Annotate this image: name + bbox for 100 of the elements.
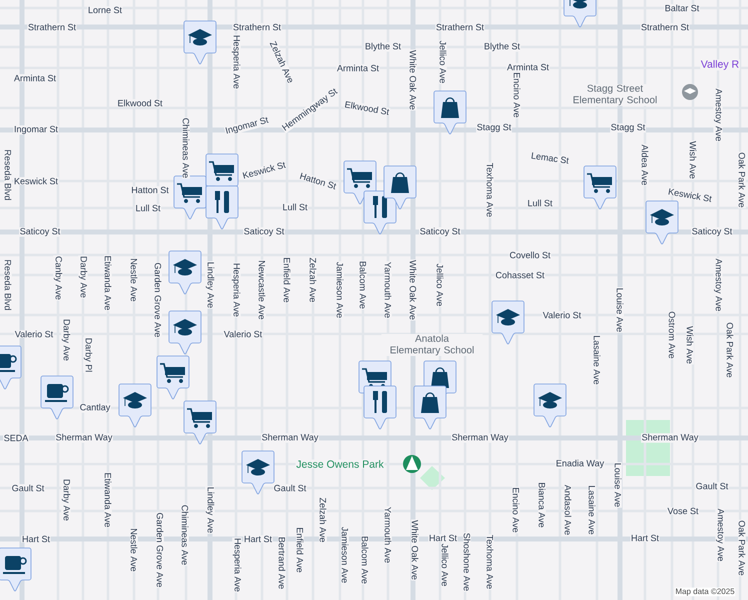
street-label: Keswick St xyxy=(13,177,59,185)
street-label: White Oak Ave xyxy=(409,259,417,321)
street-label: Louise Ave xyxy=(616,287,624,333)
street-label: Lull St xyxy=(526,199,554,207)
street-label: Oak Park Ave xyxy=(738,152,746,208)
street-label: Wish Ave xyxy=(686,325,694,364)
street-label: Chimineas Ave xyxy=(181,504,189,566)
street-label: Strathern St xyxy=(640,23,690,31)
street-label: Gault St xyxy=(273,484,307,492)
street-label: Oak Park Ave xyxy=(738,520,746,576)
street-label: Enfield Ave xyxy=(283,256,291,304)
street-label: Blythe St xyxy=(364,42,402,52)
street-label: Louise Ave xyxy=(614,462,622,508)
street-label: Chimineas Ave xyxy=(182,117,190,179)
street-label: Arminta St xyxy=(336,64,380,72)
street-label: Hatton St xyxy=(130,186,170,194)
street-label: Jellico Ave xyxy=(439,40,447,84)
street-label: Texhoma Ave xyxy=(486,534,494,590)
street-label: Newcastle Ave xyxy=(258,260,266,320)
place-label: Valley R xyxy=(700,60,740,70)
street-label: Ingomar St xyxy=(224,116,270,136)
street-label: Wish Ave xyxy=(689,140,697,180)
street-label: Darby Pl xyxy=(83,337,93,373)
street-label: Arminta St xyxy=(13,74,57,82)
street-label: Strathern St xyxy=(435,23,485,31)
street-label: Yarmouth Ave xyxy=(384,261,392,319)
street-label: Cantlay xyxy=(79,403,111,413)
street-label: Lindley Ave xyxy=(205,261,215,309)
street-label: Hart St xyxy=(21,535,51,543)
street-label: Hart St xyxy=(428,534,458,542)
street-label: Bertrand Ave xyxy=(278,536,286,590)
street-label: Nestle Ave xyxy=(130,258,138,302)
neighborhood-label: SEDA xyxy=(3,434,29,442)
street-label: White Oak Ave xyxy=(411,519,419,581)
street-label: Jellico Ave xyxy=(436,262,444,308)
street-label: Hart St xyxy=(630,534,660,542)
street-label: Texhoma Ave xyxy=(486,162,494,218)
street-label: Balcom Ave xyxy=(361,535,369,585)
street-label: Reseda Blvd xyxy=(4,148,12,202)
street-label: Hart St xyxy=(243,535,273,543)
street-label: Balcom Ave xyxy=(359,260,367,310)
street-label: Lorne St xyxy=(87,6,123,14)
street-label: Lull St xyxy=(134,204,162,212)
street-label: Valerio St xyxy=(223,330,263,338)
street-label: Strathern St xyxy=(232,23,282,31)
street-label: Gault St xyxy=(11,484,45,492)
street-label: Lasaine Ave xyxy=(588,484,596,536)
street-label: Hesperia Ave xyxy=(231,262,241,318)
street-label: Sherman Way xyxy=(261,433,319,443)
park-label: Jesse Owens Park xyxy=(296,460,384,468)
street-label: Lemac St xyxy=(530,152,570,164)
street-label: Hatton St xyxy=(298,172,338,190)
street-label: Valerio St xyxy=(542,311,582,319)
street-label: Covello St xyxy=(508,251,552,259)
street-label: Zelzah Ave xyxy=(319,496,327,544)
street-label: Saticoy St xyxy=(19,227,61,237)
street-label: Blythe St xyxy=(483,42,521,52)
street-label: Hesperia Ave xyxy=(231,34,241,90)
street-label: Aldea Ave xyxy=(641,144,649,186)
school-label: Anatola Elementary School xyxy=(381,334,483,356)
street-label: Saticoy St xyxy=(691,227,733,237)
street-label: Elkwood St xyxy=(116,99,164,107)
street-label: Baltar St xyxy=(664,4,700,12)
street-label: Garden Grove Ave xyxy=(156,512,164,588)
street-label: Strathern St xyxy=(27,23,77,31)
street-label: Lasaine Ave xyxy=(593,334,601,386)
street-label: Keswick St xyxy=(667,187,713,203)
street-label: Lull St xyxy=(282,203,308,211)
street-label: Ostrom Ave xyxy=(668,310,676,360)
street-label: Lindley Ave xyxy=(205,486,215,534)
street-label: Cohasset St xyxy=(494,271,546,279)
street-label: Shoshone Ave xyxy=(463,532,471,592)
street-label: Jamieson Ave xyxy=(341,526,349,584)
street-label: Canby Ave xyxy=(53,255,63,301)
street-label: Darby Ave xyxy=(61,478,71,522)
street-label: Jellico Ave xyxy=(441,542,449,587)
street-label: Bianca Ave xyxy=(538,482,546,528)
street-label: Vose St xyxy=(666,507,700,515)
street-label: Saticoy St xyxy=(243,227,285,237)
street-label: Enadia Way xyxy=(555,459,605,469)
street-label: Elkwood St xyxy=(344,100,390,116)
street-label: Garden Grove Ave xyxy=(154,262,162,338)
street-label: Arminta St xyxy=(506,63,550,71)
street-label: Gault St xyxy=(695,482,729,490)
street-label: Etiwanda Ave xyxy=(104,254,112,312)
street-label: Nestle Ave xyxy=(130,528,138,572)
street-label: Darby Ave xyxy=(78,255,88,299)
street-label: Keswick St xyxy=(241,160,287,180)
street-label: Sherman Way xyxy=(641,433,699,443)
street-label: Reseda Blvd xyxy=(4,258,12,312)
street-label: Encino Ave xyxy=(512,486,520,534)
street-label: Valerio St xyxy=(14,330,54,338)
street-label: Etiwanda Ave xyxy=(104,472,112,528)
street-label: Andasol Ave xyxy=(564,484,572,536)
map-credit: Map data ©2025 xyxy=(674,588,736,596)
street-label: Sherman Way xyxy=(451,433,509,443)
street-label: Enfield Ave xyxy=(296,526,304,574)
school-label: Stagg Street Elementary School xyxy=(564,84,666,106)
street-label: Jamieson Ave xyxy=(336,261,344,319)
street-label: Oak Park Ave xyxy=(726,322,734,378)
